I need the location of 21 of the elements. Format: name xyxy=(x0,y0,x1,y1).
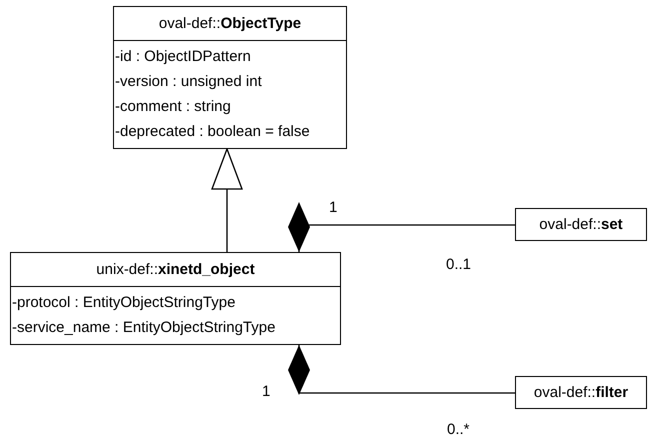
class-box xyxy=(113,6,347,149)
class-name: unix-def::xinetd_object xyxy=(11,253,340,287)
class-name: oval-def::set xyxy=(538,215,624,235)
attribute-text: -version : unsigned int xyxy=(115,72,263,92)
class-box xyxy=(515,376,647,409)
composition-line xyxy=(288,202,515,252)
class-box xyxy=(515,208,647,241)
multiplicity-label: 0..1 xyxy=(446,256,472,273)
multiplicity-label: 0..* xyxy=(447,421,470,438)
class-box xyxy=(10,252,341,345)
attribute-text: -comment : string xyxy=(115,97,232,117)
multiplicity-label: 1 xyxy=(329,199,338,216)
composition-line xyxy=(288,345,515,395)
attribute-text: -protocol : EntityObjectStringType xyxy=(12,293,236,313)
generalization-arrow xyxy=(211,148,243,252)
attribute-text: -id : ObjectIDPattern xyxy=(115,47,252,67)
attribute-text: -service_name : EntityObjectStringType xyxy=(12,318,276,338)
class-name: oval-def::filter xyxy=(532,383,630,403)
multiplicity-label: 1 xyxy=(262,383,270,400)
class-name: oval-def::ObjectType xyxy=(114,7,346,41)
attribute-text: -deprecated : boolean = false xyxy=(115,122,311,142)
